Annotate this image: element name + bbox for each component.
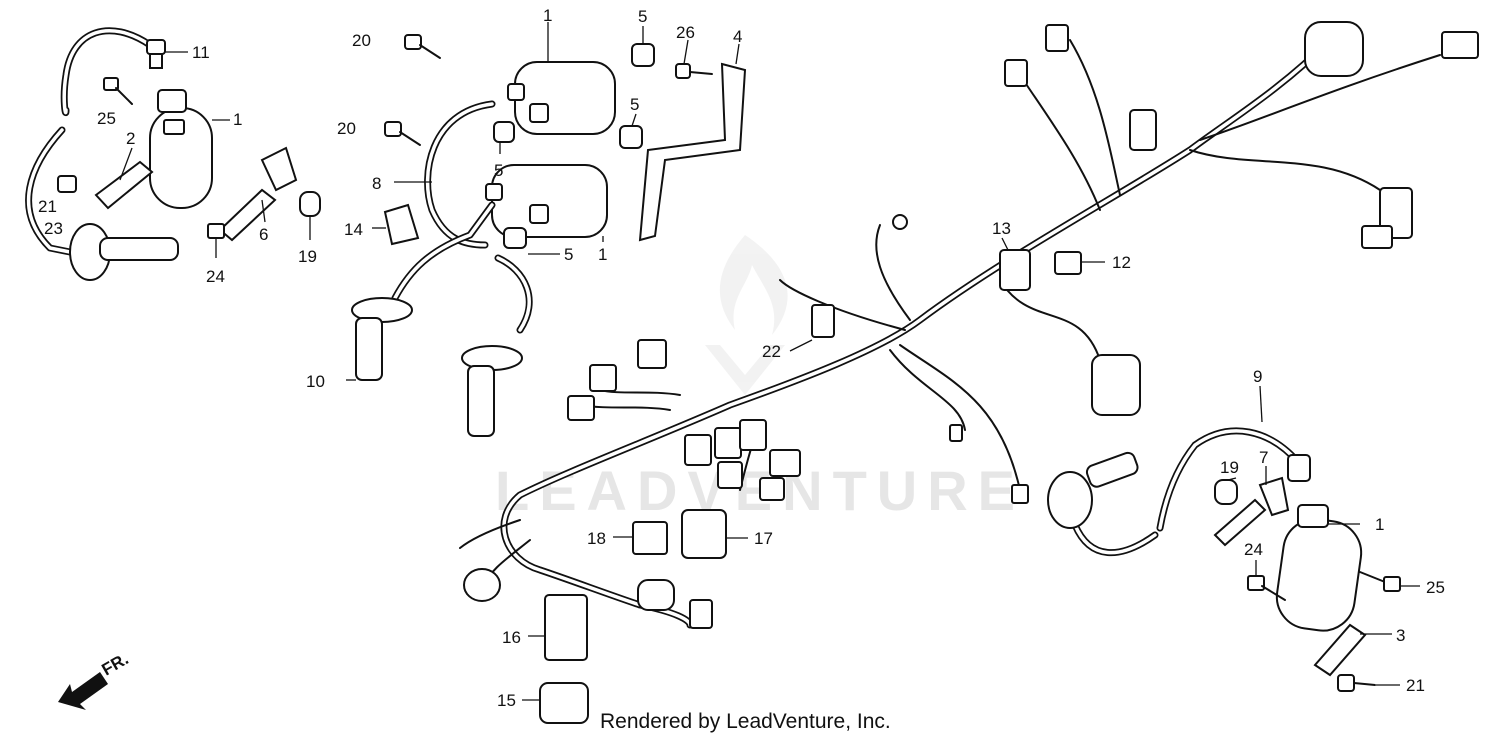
harness-connector-13 [999,249,1031,291]
coil-stay-2 [94,160,154,210]
harness-bullet-connector [463,568,501,602]
callout-4: 4 [733,27,742,46]
collar-19-right [1214,479,1238,505]
front-direction-arrow-icon: FR. [58,649,132,710]
callout-13: 13 [992,219,1011,238]
right-ignition-coil-group [1047,427,1401,692]
callout-9: 9 [1253,367,1262,386]
callout-24: 24 [1244,540,1263,559]
callout-8: 8 [372,174,381,193]
bolt-24-right [1247,575,1286,601]
callout-10: 10 [306,372,325,391]
left-ignition-coil-group [25,27,321,281]
callout-26: 26 [676,23,695,42]
callout-7: 7 [1259,448,1268,467]
harness-connector-top-right [1304,21,1364,77]
center-ignition-coil-group [351,34,747,437]
harness-coupler-lower [637,579,675,611]
callout-16: 16 [502,628,521,647]
callout-leaders [119,22,1420,701]
nut-21-left [57,175,77,193]
bolt-20-middle [384,121,421,146]
callout-6: 6 [259,225,268,244]
clip-5-mid [619,125,643,149]
callout-24: 24 [206,267,225,286]
spark-plug-cap-10-left [351,297,413,381]
callout-20: 20 [352,31,371,50]
wire-terminal-9 [1287,454,1311,482]
relay-15 [539,682,589,724]
ignition-coil-center-top [507,61,616,135]
bolt-24-left [207,223,225,239]
relay-18 [632,521,668,555]
bolt-20-top [404,34,441,59]
ground-terminal [892,214,908,230]
callout-1: 1 [598,245,607,264]
callout-15: 15 [497,691,516,710]
coil-bracket-4 [638,62,747,242]
callout-19: 19 [298,247,317,266]
ignition-coil-left [149,89,213,209]
harness-coupler-left [589,364,617,392]
relay-17 [681,509,727,559]
callout-1: 1 [1375,515,1384,534]
callout-17: 17 [754,529,773,548]
callout-labels: 11 25 1 2 21 23 6 24 19 20 20 8 14 10 1 … [38,6,1445,710]
callout-1: 1 [233,110,242,129]
bolt-25-right [1359,571,1401,592]
harness-coupler-cluster [684,419,801,501]
harness-connector-boot [1091,354,1141,416]
callout-20: 20 [337,119,356,138]
callout-23: 23 [44,219,63,238]
spark-plug-cap-23 [69,223,179,281]
coil-terminal-6 [218,188,277,242]
callout-5: 5 [638,7,647,26]
harness-connector-12 [1054,251,1082,275]
coil-stay-3 [1313,623,1367,677]
clip-5-left [493,121,515,143]
clip-14 [383,203,420,246]
main-wire-harness [459,21,1479,629]
nut-21-right [1337,674,1376,692]
callout-12: 12 [1112,253,1131,272]
callout-14: 14 [344,220,363,239]
coil-terminal-7 [1213,498,1267,547]
callout-5: 5 [494,161,503,180]
callout-19: 19 [1220,458,1239,477]
bolt-26 [675,63,713,79]
callout-5: 5 [630,95,639,114]
watermark-flame-icon [705,235,788,395]
harness-connector-upper [1129,109,1157,151]
spark-plug-cap-right [1047,451,1139,529]
ignition-coil-center-bottom [485,164,608,238]
callout-25: 25 [1426,578,1445,597]
callout-11: 11 [192,43,210,62]
clip-5-bottom [503,227,527,249]
callout-25: 25 [97,109,116,128]
credit-text: Rendered by LeadVenture, Inc. [600,710,891,733]
module-16 [544,594,588,661]
harness-connector-far-right [1441,31,1479,59]
callout-21: 21 [1406,676,1425,695]
callout-22: 22 [762,342,781,361]
callout-18: 18 [587,529,606,548]
front-direction-label: FR. [99,649,132,679]
callout-5: 5 [564,245,573,264]
clip-5-top [631,43,655,67]
callout-3: 3 [1396,626,1405,645]
bolt-25-left [103,77,133,105]
callout-1: 1 [543,6,552,25]
callout-2: 2 [126,129,135,148]
ignition-coil-right [1275,504,1363,632]
callout-21: 21 [38,197,57,216]
collar-19-left [299,191,321,217]
harness-clamp-22 [811,304,835,338]
wire-terminal-11 [146,39,166,55]
spark-plug-cap-10-right [461,345,523,437]
